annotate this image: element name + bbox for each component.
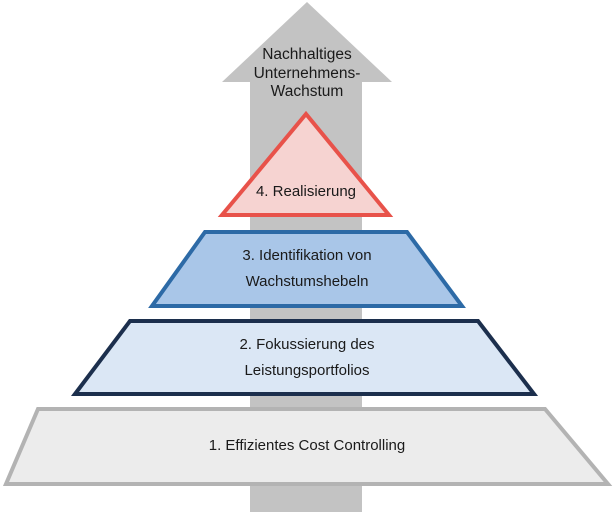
pyramid-level-2-shape	[70, 319, 539, 396]
pyramid-level-1-label: 1. Effizientes Cost Controlling	[107, 437, 507, 455]
level-3-line-2: Wachstumshebeln	[245, 273, 369, 291]
pyramid-level-1-shape	[2, 407, 613, 486]
level-1-line-1: 1. Effizientes Cost Controlling	[208, 437, 406, 454]
pyramid-level-3-label: 3. Identifikation von Wachstumshebeln	[157, 243, 457, 296]
pyramid-level-4-label: 4. Realisierung	[206, 183, 406, 201]
level-2-line-1: 2. Fokussierung des	[239, 336, 375, 353]
arrow-label-line-3: Wachstum	[270, 83, 344, 101]
level-4-line-1: 4. Realisierung	[255, 183, 357, 200]
level-2-line-2: Leistungsportfolios	[244, 362, 370, 380]
level-3-line-1: 3. Identifikation von	[242, 247, 372, 264]
arrow-label-line-1: Nachhaltiges	[262, 46, 352, 63]
pyramid-level-4-shape	[217, 110, 394, 217]
pyramid-level-2-label: 2. Fokussierung des Leistungsportfolios	[157, 332, 457, 385]
arrow-label: Nachhaltiges Unternehmens- Wachstum	[207, 46, 407, 102]
pyramid-level-3-shape	[148, 230, 466, 308]
arrow-label-line-2: Unternehmens-	[253, 64, 361, 82]
